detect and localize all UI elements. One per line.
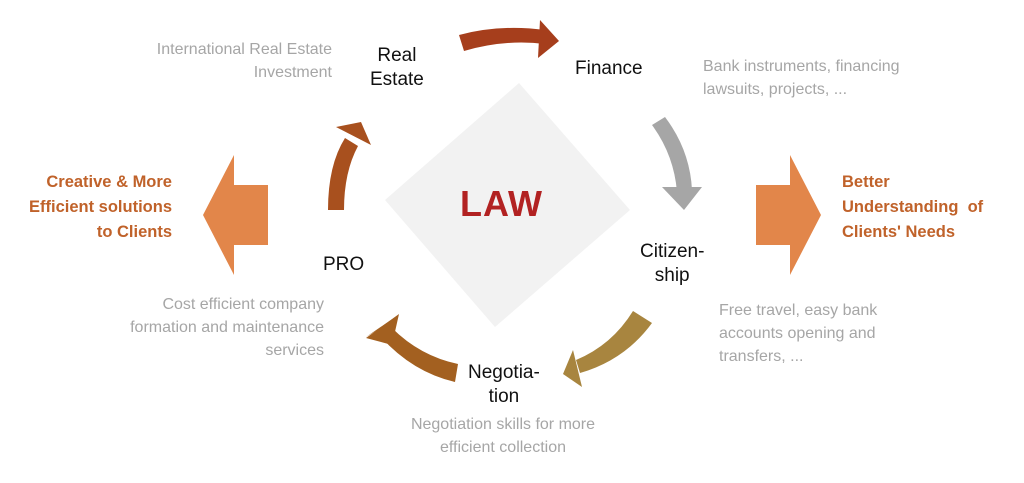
- desc-real-estate: International Real Estate Investment: [156, 41, 332, 81]
- arrow-negotiation-to-pro: [366, 314, 458, 382]
- node-pro: PRO: [323, 254, 365, 275]
- center-diamond: [385, 83, 630, 327]
- arrow-realestate-to-finance: [459, 20, 559, 58]
- desc-pro: Cost efficient company formation and mai…: [130, 296, 324, 359]
- node-negotiation: Negotia- tion: [468, 362, 540, 407]
- desc-finance: Bank instruments, financing lawsuits, pr…: [703, 58, 900, 98]
- center-law-label: LAW: [460, 183, 543, 224]
- arrow-finance-to-citizenship: [652, 117, 702, 210]
- arrow-pro-to-realestate: [328, 122, 371, 210]
- desc-negotiation: Negotiation skills for more efficient co…: [410, 416, 596, 456]
- node-citizenship: Citizen- ship: [640, 241, 705, 286]
- outcome-right: Better Understanding of Clients' Needs: [842, 173, 984, 241]
- node-finance: Finance: [575, 58, 643, 79]
- outcome-left: Creative & More Efficient solutions to C…: [28, 173, 172, 241]
- desc-citizenship: Free travel, easy bank accounts opening …: [719, 302, 878, 365]
- big-arrow-right: [756, 155, 821, 275]
- big-arrow-left: [203, 155, 268, 275]
- node-real-estate: Real Estate: [370, 45, 424, 90]
- arrow-citizenship-to-negotiation: [563, 311, 652, 387]
